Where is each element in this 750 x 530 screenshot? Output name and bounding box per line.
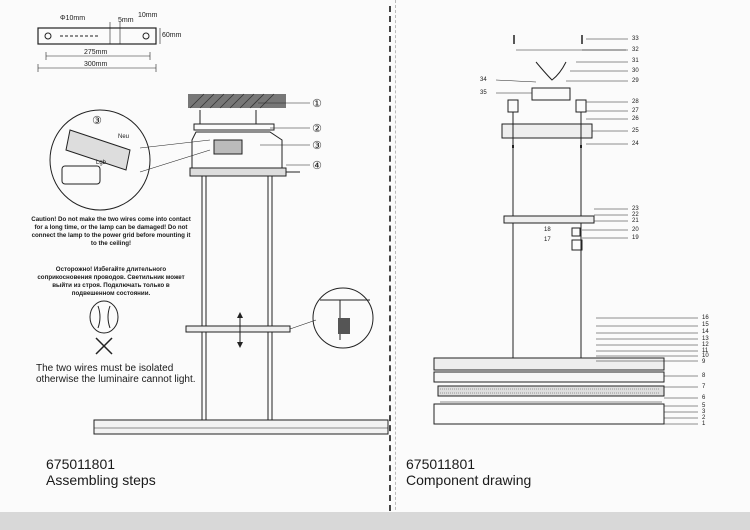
part-12: 12: [702, 342, 709, 348]
part-10: 10: [702, 353, 709, 359]
part-7: 7: [702, 384, 706, 390]
part-20: 20: [632, 227, 639, 233]
part-27: 27: [632, 108, 639, 114]
part-8: 8: [702, 373, 706, 379]
dim-hole-diameter: Φ10mm: [60, 15, 86, 22]
part-23: 23: [632, 206, 639, 212]
part-5: 5: [702, 403, 706, 409]
page-subtitle: Component drawing: [406, 472, 532, 488]
step-label-3: ③: [312, 140, 322, 152]
part-29: 29: [632, 78, 639, 84]
step-label-2: ②: [312, 123, 322, 135]
scan-edge: [0, 512, 750, 530]
model-number: 675011801: [406, 456, 476, 472]
fold-line: [389, 6, 391, 511]
part-9: 9: [702, 359, 706, 365]
part-34: 34: [480, 77, 487, 83]
wire-label-neutral: Neu: [118, 134, 130, 140]
part-14: 14: [702, 329, 709, 335]
component-illustration: [433, 35, 698, 425]
part-17: 17: [544, 237, 551, 243]
part-33: 33: [632, 36, 639, 42]
dim-offset: 10mm: [138, 12, 158, 19]
dim-outer-length: 300mm: [84, 61, 108, 68]
part-21: 21: [632, 218, 639, 224]
part-24: 24: [632, 141, 639, 147]
part-16: 16: [702, 315, 709, 321]
step-label-4: ④: [312, 160, 322, 172]
part-13: 13: [702, 336, 709, 342]
part-28: 28: [632, 99, 639, 105]
part-1: 1: [702, 421, 706, 427]
part-6: 6: [702, 395, 706, 401]
part-3: 3: [702, 409, 706, 415]
part-2: 2: [702, 415, 706, 421]
caution-russian: Осторожно! Избегайте длительного соприко…: [37, 266, 185, 297]
dim-height: 60mm: [162, 32, 182, 39]
part-18: 18: [544, 227, 551, 233]
dim-inner-length: 275mm: [84, 49, 108, 56]
part-26: 26: [632, 116, 639, 122]
assembly-illustration: [37, 22, 389, 435]
part-30: 30: [632, 68, 639, 74]
part-22: 22: [632, 212, 639, 218]
part-11: 11: [702, 348, 709, 354]
part-25: 25: [632, 128, 639, 134]
part-32: 32: [632, 47, 639, 53]
isolation-note: The two wires must be isolated otherwise…: [36, 363, 196, 385]
wire-label-live: Lgb: [96, 160, 107, 166]
component-drawing-page: 33 32 31 30 29 34 35 28 27 26 25 24 23 2…: [396, 0, 750, 530]
page-subtitle: Assembling steps: [46, 472, 156, 488]
dim-gap: 5mm: [118, 17, 134, 24]
caution-english: Caution! Do not make the two wires come …: [31, 216, 191, 247]
part-31: 31: [632, 58, 639, 64]
part-35: 35: [480, 90, 487, 96]
part-19: 19: [632, 235, 639, 241]
part-15: 15: [702, 322, 709, 328]
step-label-1: ①: [312, 98, 322, 110]
detail-label: ③: [92, 115, 102, 127]
model-number: 675011801: [46, 456, 116, 472]
assembling-steps-page: Φ10mm 5mm 10mm 60mm 275mm 300mm ① ② ③ ④ …: [31, 0, 396, 530]
